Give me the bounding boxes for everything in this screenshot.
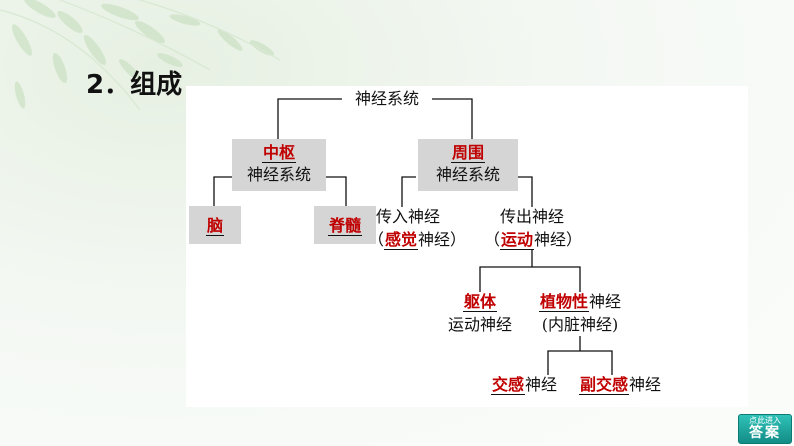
efferent-label: 传出神经 — [499, 207, 564, 226]
peripheral-label: 周围 — [418, 143, 518, 163]
brain-label: 脑 — [189, 216, 241, 236]
central-label: 中枢 — [232, 143, 326, 163]
section-heading: 2．组成 — [86, 70, 183, 100]
autonomic-label: 植物性神经 — [538, 292, 622, 312]
somatic-label: 躯体 — [440, 292, 520, 312]
spinal-cord-label: 脊髓 — [314, 216, 376, 236]
root-label: 神经系统 — [354, 89, 419, 108]
show-answer-button[interactable]: 点此进入 答案 — [738, 414, 792, 444]
sympathetic-answer: 交感 — [490, 375, 525, 395]
afferent-sub-label: （感觉神经） — [368, 230, 467, 250]
brain-box — [189, 206, 241, 244]
somatic-answer: 躯体 — [462, 292, 497, 312]
show-answer-hint: 点此进入 — [749, 416, 781, 425]
parasympathetic-answer: 副交感 — [578, 375, 629, 395]
peripheral-nervous-system-box — [418, 139, 518, 191]
somatic-sub-label: 运动神经 — [447, 315, 512, 334]
central-answer: 中枢 — [261, 143, 296, 163]
afferent-label: 传入神经 — [375, 207, 440, 226]
parasympathetic-label: 副交感神经 — [578, 375, 662, 395]
central-nervous-system-box — [232, 139, 326, 191]
nervous-system-diagram: 神经系统 中枢 神经系统 周围 神经系统 脑 脊髓 传入神经 （感觉神经） 传出… — [186, 86, 748, 407]
spinal-cord-answer: 脊髓 — [327, 216, 362, 236]
connector-lines — [213, 98, 613, 375]
central-sub-label: 神经系统 — [246, 165, 311, 184]
autonomic-sub-label: (内脏神经) — [541, 315, 619, 334]
efferent-answer: 运动 — [500, 230, 535, 250]
peripheral-sub-label: 神经系统 — [435, 165, 500, 184]
spinal-cord-box — [314, 206, 376, 244]
willow-leaves-decoration — [0, 0, 281, 111]
peripheral-answer: 周围 — [450, 143, 485, 163]
show-answer-label: 答案 — [749, 425, 781, 441]
brain-answer: 脑 — [205, 216, 224, 236]
sympathetic-label: 交感神经 — [490, 375, 558, 395]
autonomic-answer: 植物性 — [538, 292, 589, 312]
afferent-answer: 感觉 — [384, 230, 419, 250]
efferent-sub-label: （运动神经） — [484, 230, 583, 250]
